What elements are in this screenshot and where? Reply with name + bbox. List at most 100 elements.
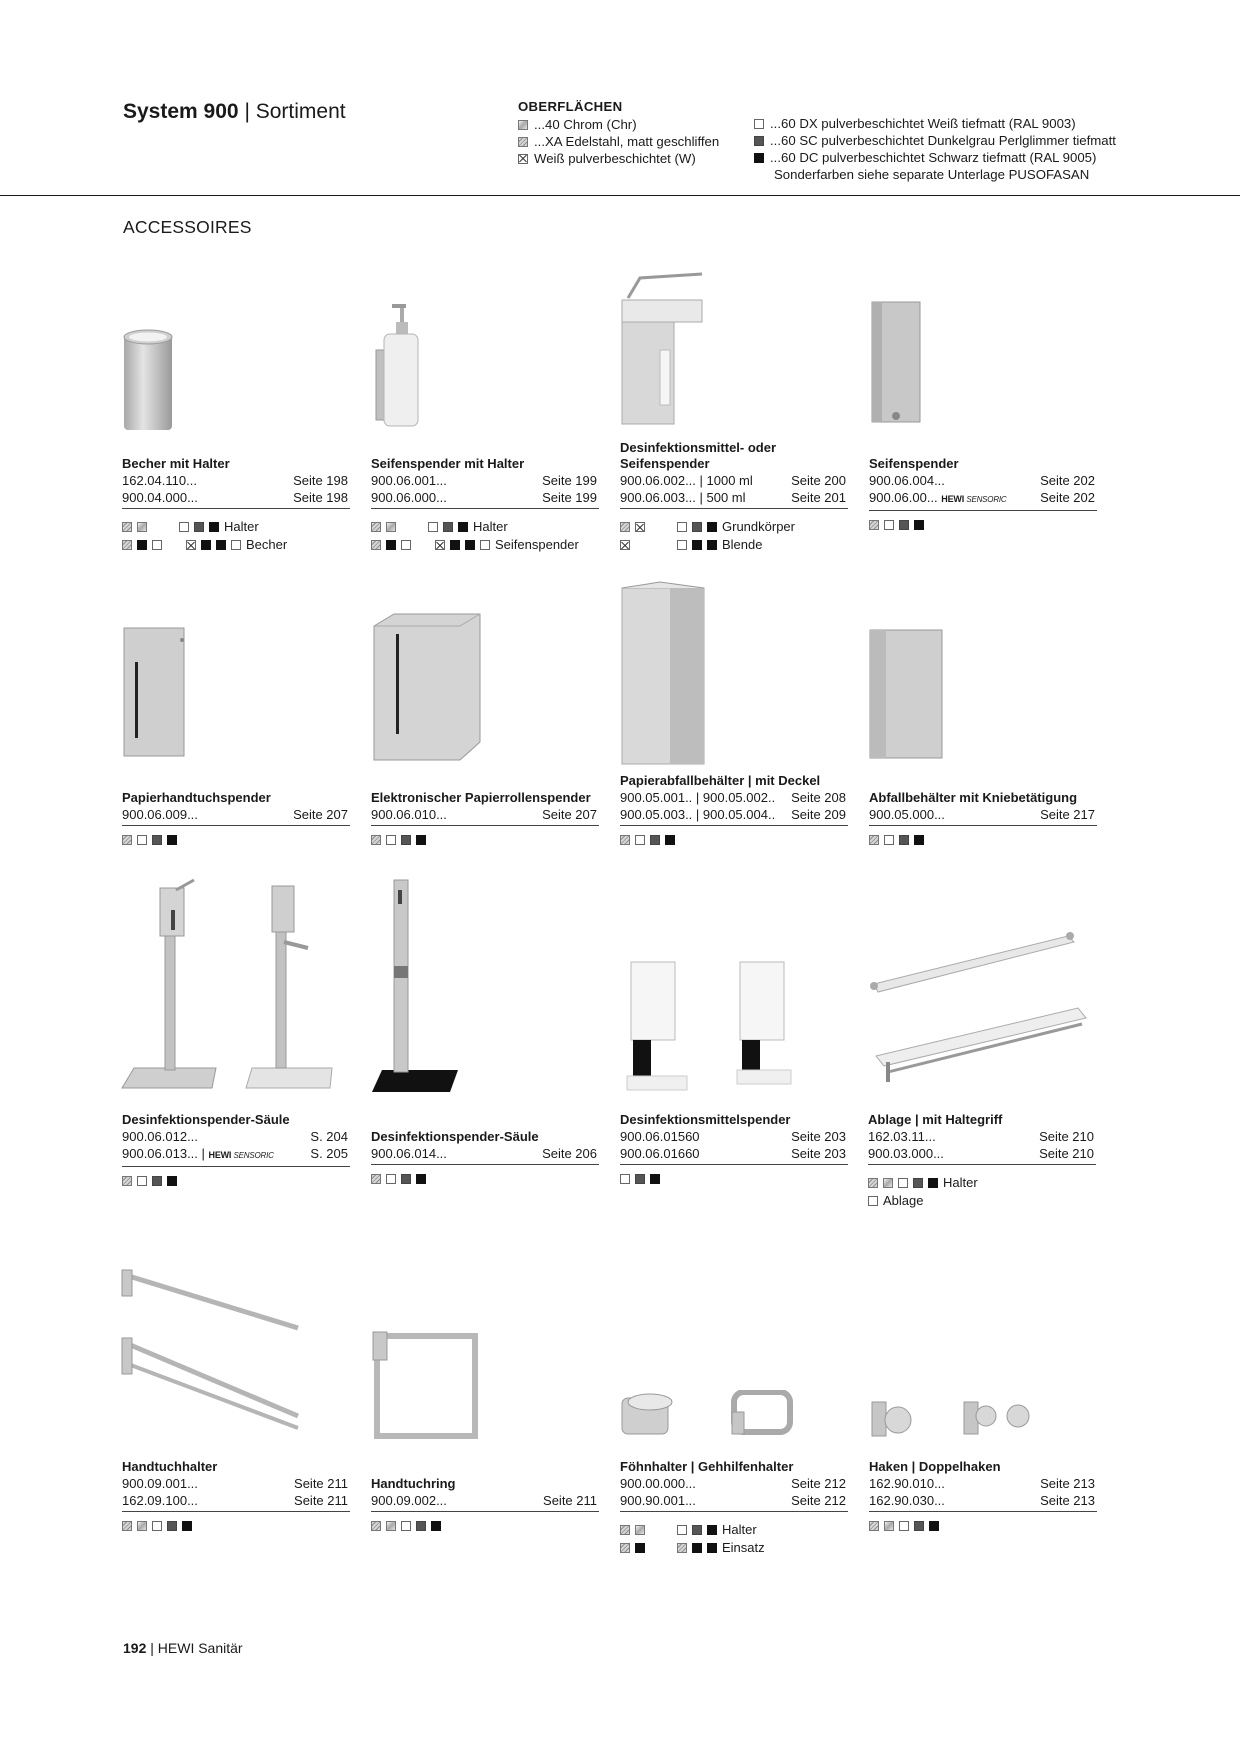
swatch-row	[869, 835, 1097, 845]
dryer-holder-image	[621, 1390, 793, 1435]
product-rule	[122, 1511, 350, 1512]
swatch-row	[122, 1176, 350, 1186]
header-divider	[0, 195, 1240, 196]
product-title: Seifenspender	[869, 456, 959, 471]
paper-roll-dispenser-image	[373, 613, 481, 761]
swatch-row: Becher	[122, 536, 350, 554]
product-tile[interactable]: Seifenspender mit Halter 900.06.001...Se…	[371, 456, 599, 554]
product-rule	[620, 1511, 848, 1512]
swatch-row: Blende	[620, 536, 848, 554]
paper-towel-dispenser-image	[123, 627, 185, 757]
product-row: 900.06.010...Seite 207	[371, 807, 597, 822]
swatch-row: Ablage	[868, 1192, 1096, 1210]
product-rule	[371, 1164, 599, 1165]
product-title: Abfallbehälter mit Kniebetätigung	[869, 790, 1078, 805]
product-title: Handtuchhalter	[122, 1459, 218, 1474]
towel-holder-image	[121, 1269, 299, 1430]
page-title: System 900 | Sortiment	[123, 100, 346, 124]
product-rule	[122, 508, 350, 509]
product-rule	[371, 508, 599, 509]
product-tile[interactable]: Handtuchring 900.09.002...Seite 211	[371, 1476, 599, 1531]
shelf-with-handrail-image	[870, 932, 1087, 1082]
dark-grey-swatch	[754, 135, 764, 146]
product-rule	[371, 1511, 599, 1512]
swatch-row: Halter	[122, 518, 350, 536]
black-swatch	[754, 152, 764, 163]
white-swatch	[518, 153, 528, 164]
disinfection-column-image	[121, 878, 333, 1089]
swatch-row: Halter	[868, 1174, 1096, 1192]
product-row: 900.04.000...Seite 198	[122, 490, 348, 505]
product-tile[interactable]: Föhnhalter | Gehhilfenhalter 900.00.000.…	[620, 1459, 848, 1557]
product-rule	[620, 508, 848, 509]
product-tile[interactable]: Ablage | mit Haltegriff 162.03.11...Seit…	[868, 1112, 1096, 1210]
product-row: 900.06.012...S. 204	[122, 1129, 348, 1144]
product-title: Elektronischer Papierrollenspender	[371, 790, 591, 805]
product-row: 900.06.009...Seite 207	[122, 807, 348, 822]
product-title: Ablage | mit Haltegriff	[868, 1112, 1003, 1127]
product-tile[interactable]: Seifenspender 900.06.004...Seite 202 900…	[869, 456, 1097, 530]
knee-bin-image	[869, 629, 943, 759]
product-rule	[371, 825, 599, 826]
product-title: Haken | Doppelhaken	[869, 1459, 1001, 1474]
product-tile[interactable]: Papierhandtuchspender 900.06.009...Seite…	[122, 790, 350, 845]
product-row: 900.05.000...Seite 217	[869, 807, 1095, 822]
finishes-legend-right: ...60 DX pulverbeschichtet Weiß tiefmatt…	[754, 115, 1116, 183]
swatch-row	[122, 835, 350, 845]
waste-bin-image	[621, 581, 705, 765]
swatch-row	[869, 1521, 1097, 1531]
product-row: 900.05.003.. | 900.05.004..Seite 209	[620, 807, 846, 822]
product-rule	[122, 1166, 350, 1167]
disinfectant-dispenser-white-image	[626, 961, 792, 1091]
product-rule	[620, 1164, 848, 1165]
page-footer: 192 | HEWI Sanitär	[123, 1640, 243, 1656]
product-row: 162.09.100...Seite 211	[122, 1493, 348, 1508]
white-matt-swatch	[754, 118, 764, 129]
footer-text: HEWI Sanitär	[157, 1640, 243, 1656]
product-tile[interactable]: Desinfektionspender-Säule 900.06.014...S…	[371, 1129, 599, 1184]
product-tile[interactable]: Papierabfallbehälter | mit Deckel 900.05…	[620, 773, 848, 845]
sensoric-logo: HEWI SENSORIC	[208, 1150, 274, 1160]
product-row: 900.90.001...Seite 212	[620, 1493, 846, 1508]
swatch-row: Halter	[371, 518, 599, 536]
product-tile[interactable]: Haken | Doppelhaken 162.90.010...Seite 2…	[869, 1459, 1097, 1531]
steel-swatch	[518, 136, 528, 147]
product-tile[interactable]: Desinfektionsmittel- oder Seifenspender …	[620, 440, 848, 554]
product-tile[interactable]: Becher mit Halter 162.04.110...Seite 198…	[122, 456, 350, 554]
finish-dc: ...60 DC pulverbeschichtet Schwarz tiefm…	[754, 149, 1116, 166]
product-row: 900.05.001.. | 900.05.002..Seite 208	[620, 790, 846, 805]
swatch-row	[371, 1521, 599, 1531]
product-tile[interactable]: Abfallbehälter mit Kniebetätigung 900.05…	[869, 790, 1097, 845]
product-row: 900.06.001...Seite 199	[371, 473, 597, 488]
swatch-row: Seifenspender	[371, 536, 599, 554]
product-row: 900.09.001...Seite 211	[122, 1476, 348, 1491]
soap-dispenser-image	[375, 304, 419, 427]
title-rest: Sortiment	[255, 100, 346, 123]
finish-dx: ...60 DX pulverbeschichtet Weiß tiefmatt…	[754, 115, 1116, 132]
product-row: 900.06.004...Seite 202	[869, 473, 1095, 488]
product-row: 900.09.002...Seite 211	[371, 1493, 597, 1508]
finish-chr: ...40 Chrom (Chr)	[518, 116, 719, 133]
product-rule	[869, 510, 1097, 511]
product-row: 162.90.030...Seite 213	[869, 1493, 1095, 1508]
disinfectant-dispenser-image	[621, 272, 703, 425]
product-tile[interactable]: Elektronischer Papierrollenspender 900.0…	[371, 790, 599, 845]
finishes-legend: OBERFLÄCHEN ...40 Chrom (Chr) ...XA Edel…	[518, 98, 719, 167]
product-title: Seifenspender mit Halter	[371, 456, 525, 471]
swatch-row: Einsatz	[620, 1539, 848, 1557]
footer-sep: |	[150, 1640, 154, 1656]
swatch-row	[122, 1521, 350, 1531]
product-tile[interactable]: Desinfektionspender-Säule 900.06.012...S…	[122, 1112, 350, 1186]
finishes-heading: OBERFLÄCHEN	[518, 99, 623, 114]
product-title: Desinfektionspender-Säule	[371, 1129, 539, 1144]
product-rule	[868, 1164, 1096, 1165]
product-row: 900.06.000...Seite 199	[371, 490, 597, 505]
product-row: 900.06.014...Seite 206	[371, 1146, 597, 1161]
product-tile[interactable]: Handtuchhalter 900.09.001...Seite 211 16…	[122, 1459, 350, 1531]
